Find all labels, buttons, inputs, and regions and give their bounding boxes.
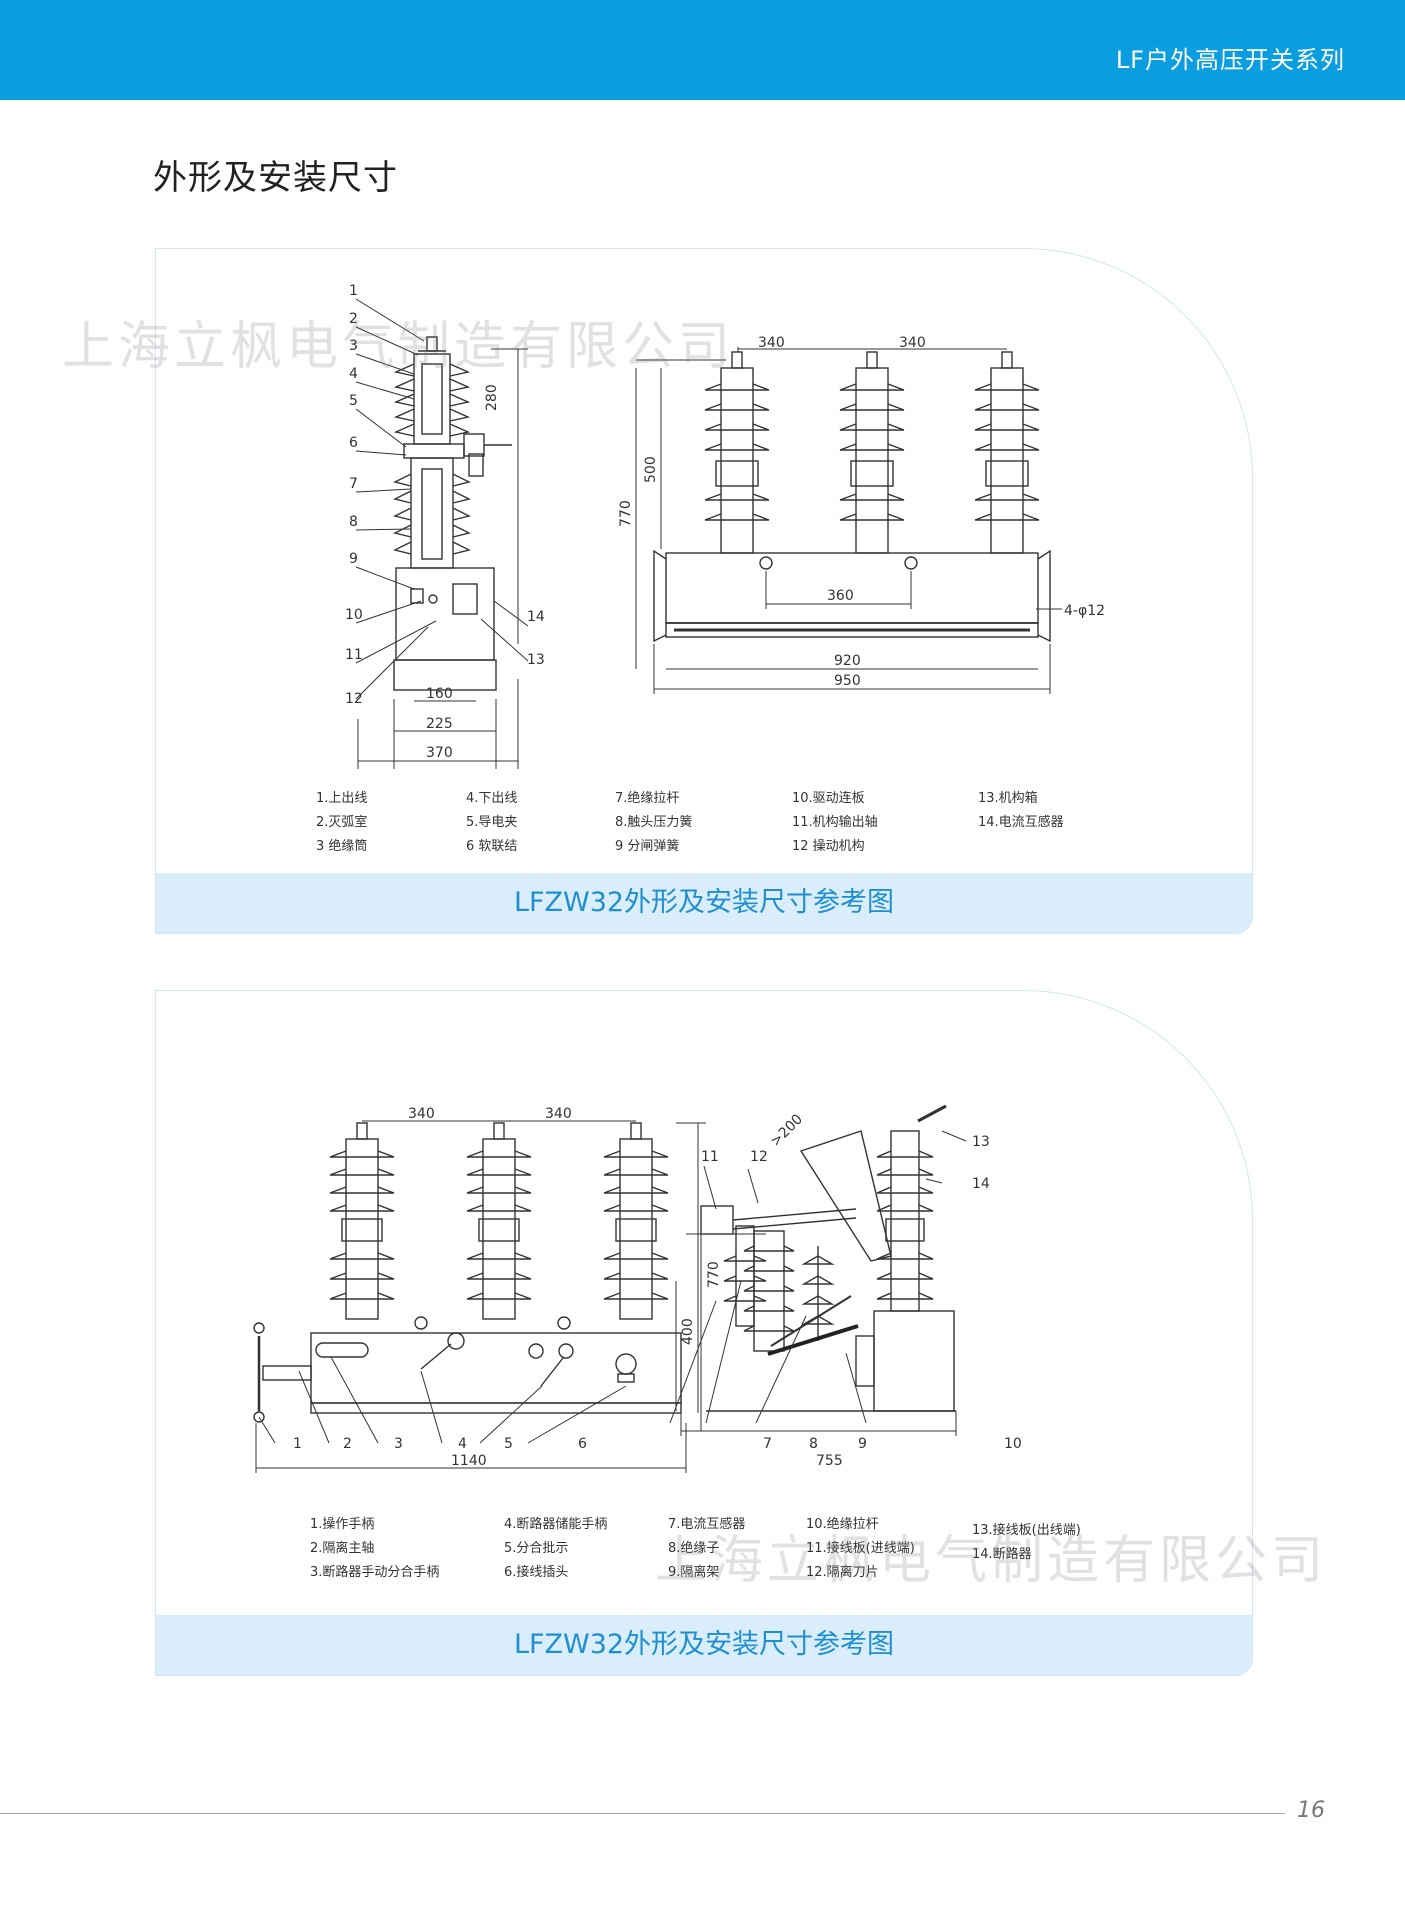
- callout-1: 1: [293, 1436, 302, 1452]
- pole-1: [329, 1122, 395, 1320]
- legend-item: 3.断路器手动分合手柄: [310, 1565, 440, 1580]
- dim-340-left: 340: [758, 335, 785, 351]
- legend-item: 13.接线板(出线端): [972, 1523, 1081, 1538]
- dim-340-right: 340: [899, 335, 926, 351]
- legend-item: 10.绝缘拉杆: [806, 1517, 879, 1532]
- legend-item: 10.驱动连板: [792, 791, 865, 806]
- callout-10: 10: [1004, 1436, 1022, 1452]
- pole-3: [603, 1122, 669, 1320]
- watermark-top: 上海立枫电气制造有限公司: [62, 317, 735, 377]
- callout-8: 8: [809, 1436, 818, 1452]
- callout-2: 2: [349, 311, 358, 327]
- legend-item: 5.导电夹: [466, 815, 518, 830]
- callout-6: 6: [578, 1436, 587, 1452]
- dim-hole: 4-φ12: [1064, 603, 1105, 619]
- front-view-isolator: [253, 1120, 706, 1473]
- dim-225: 225: [426, 716, 453, 732]
- legend-item: 14.断路器: [972, 1547, 1032, 1562]
- legend-item: 2.隔离主轴: [310, 1541, 375, 1556]
- legend-item: 5.分合批示: [504, 1541, 569, 1556]
- pole-2: [466, 1122, 532, 1320]
- legend-item: 1.操作手柄: [310, 1517, 375, 1532]
- callout-6: 6: [349, 435, 358, 451]
- legend-item: 6 软联结: [466, 839, 518, 854]
- dim-360: 360: [827, 588, 854, 604]
- callout-7: 7: [349, 476, 358, 492]
- legend-item: 14.电流互感器: [978, 815, 1064, 830]
- dim-755: 755: [816, 1453, 843, 1469]
- legend-item: 9.隔离架: [668, 1565, 720, 1580]
- callout-12: 12: [750, 1149, 768, 1165]
- legend-item: 11.机构输出轴: [792, 815, 878, 830]
- dim-770: 770: [706, 1261, 722, 1288]
- legend-item: 8.绝缘子: [668, 1541, 720, 1556]
- watermark-bottom: 上海立枫电气制造有限公司: [655, 1531, 1328, 1591]
- drawing-panel-1: 1 2 3 4 5 6 7 8 9 10 11 12 13 14 280 500…: [155, 248, 1253, 934]
- legend-item: 9 分闸弹簧: [615, 839, 680, 854]
- dim-340-left: 340: [408, 1106, 435, 1122]
- panel-caption-2: LFZW32外形及安装尺寸参考图: [156, 1615, 1252, 1675]
- callout-12: 12: [345, 691, 363, 707]
- page-title: 外形及安装尺寸: [153, 158, 398, 198]
- callout-4: 4: [349, 366, 358, 382]
- callout-8: 8: [349, 514, 358, 530]
- footer-divider: [0, 1813, 1285, 1814]
- legend-item: 12.隔离刀片: [806, 1565, 879, 1580]
- dim-920: 920: [834, 653, 861, 669]
- dim-770: 770: [618, 500, 634, 527]
- dim-500: 500: [643, 456, 659, 483]
- parts-legend-1: 1.上出线 2.灭弧室 3 绝缘筒 4.下出线 5.导电夹 6 软联结 7.绝缘…: [156, 249, 1252, 873]
- dim-340-right: 340: [545, 1106, 572, 1122]
- dim-370: 370: [426, 745, 453, 761]
- legend-item: 6.接线插头: [504, 1565, 569, 1580]
- legend-item: 1.上出线: [316, 791, 368, 806]
- technical-drawing-1: 1 2 3 4 5 6 7 8 9 10 11 12 13 14 280 500…: [345, 283, 1105, 769]
- callout-10: 10: [345, 607, 363, 623]
- legend-item: 13.机构箱: [978, 791, 1038, 806]
- callout-5: 5: [504, 1436, 513, 1452]
- callout-14: 14: [527, 609, 545, 625]
- legend-item: 4.断路器储能手柄: [504, 1517, 608, 1532]
- parts-legend-2: 1.操作手柄 2.隔离主轴 3.断路器手动分合手柄 4.断路器储能手柄 5.分合…: [156, 991, 1252, 1615]
- callout-14: 14: [972, 1176, 990, 1192]
- technical-drawing-2: 1 2 3 4 5 6 7 8 9 10 11 12 13 14 340 340…: [253, 1104, 1022, 1473]
- callout-13: 13: [527, 652, 545, 668]
- panel-caption-1: LFZW32外形及安装尺寸参考图: [156, 873, 1252, 933]
- side-view-isolator: [669, 1104, 967, 1436]
- legend-item: 7.电流互感器: [668, 1517, 746, 1532]
- callout-3: 3: [349, 338, 358, 354]
- callout-2: 2: [343, 1436, 352, 1452]
- callout-11: 11: [345, 647, 363, 663]
- callout-9: 9: [349, 551, 358, 567]
- legend-item: 4.下出线: [466, 791, 518, 806]
- callout-13: 13: [972, 1134, 990, 1150]
- callout-1: 1: [349, 283, 358, 299]
- front-view-breaker: [635, 347, 1062, 694]
- legend-item: 2.灭弧室: [316, 815, 368, 830]
- callout-3: 3: [394, 1436, 403, 1452]
- callout-9: 9: [858, 1436, 867, 1452]
- series-title: LF户外高压开关系列: [1115, 46, 1345, 74]
- top-banner: LF户外高压开关系列: [0, 0, 1405, 100]
- callout-11: 11: [701, 1149, 719, 1165]
- callout-7: 7: [763, 1436, 772, 1452]
- callout-5: 5: [349, 393, 358, 409]
- dim-280: 280: [484, 384, 500, 411]
- drawing-panel-2: 1 2 3 4 5 6 7 8 9 10 11 12 13 14 340 340…: [155, 990, 1253, 1676]
- legend-item: 3 绝缘筒: [316, 839, 368, 854]
- legend-item: 8.触头压力簧: [615, 815, 693, 830]
- dim-950: 950: [834, 673, 861, 689]
- page-number: 16: [1297, 1798, 1325, 1823]
- legend-item: 7.绝缘拉杆: [615, 791, 680, 806]
- legend-item: 11.接线板(进线端): [806, 1541, 915, 1556]
- dim-160: 160: [426, 686, 453, 702]
- side-view-breaker: [355, 298, 529, 769]
- dim-400: 400: [680, 1318, 696, 1345]
- callout-4: 4: [458, 1436, 467, 1452]
- dim-1140: 1140: [451, 1453, 487, 1469]
- pole-3: [974, 351, 1040, 554]
- legend-item: 12 操动机构: [792, 839, 865, 854]
